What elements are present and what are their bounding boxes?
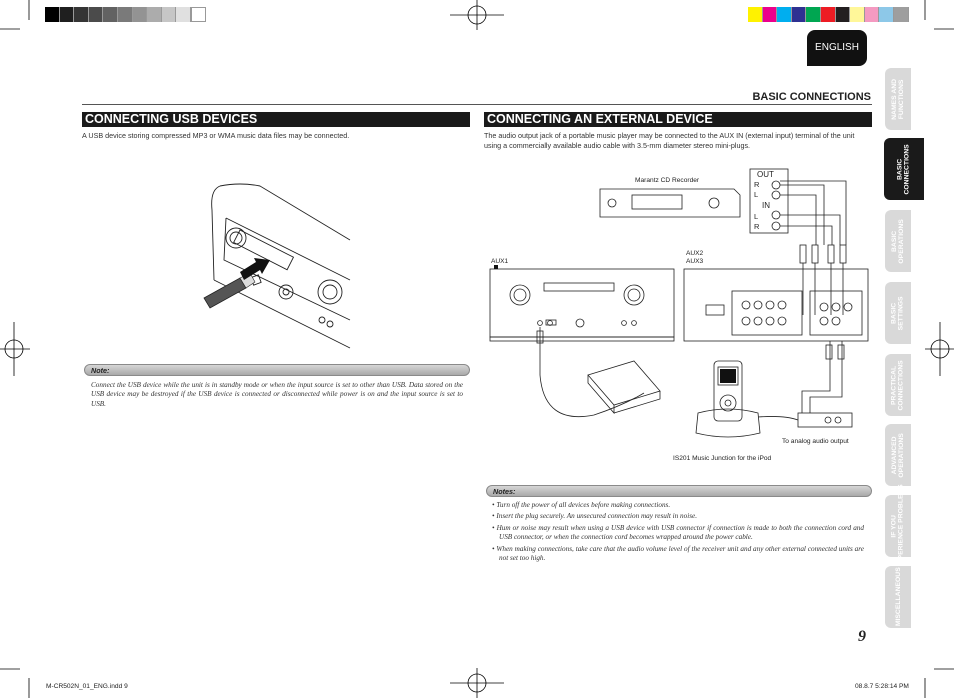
ipod-dock xyxy=(695,408,761,438)
receiver-rear xyxy=(683,268,869,342)
footer-timestamp: 08.8.7 5:28:14 PM xyxy=(855,683,909,690)
side-tab-label: MISCELLANEOUS xyxy=(894,567,902,627)
color-swatch xyxy=(806,7,821,22)
usb-note-bar: Note: xyxy=(84,364,470,376)
note-item: • When making connections, take care tha… xyxy=(492,544,864,563)
color-swatch xyxy=(850,7,865,22)
cd-recorder-label: Marantz CD Recorder xyxy=(635,177,700,184)
gray-swatch xyxy=(118,7,133,22)
external-notes-list: • Turn off the power of all devices befo… xyxy=(492,501,864,563)
gray-swatch xyxy=(59,7,75,22)
aux1-label: AUX1 xyxy=(491,258,509,265)
cd-recorder xyxy=(599,188,741,218)
color-swatch xyxy=(864,7,880,22)
gray-swatch xyxy=(132,7,148,22)
gray-swatch xyxy=(74,7,89,22)
language-tab: ENGLISH xyxy=(807,30,867,66)
external-connection-diagram xyxy=(489,168,869,438)
ipod-device xyxy=(713,360,743,422)
color-swatch xyxy=(835,7,851,22)
footer-file-info: M-CR502N_01_ENG.indd 9 xyxy=(46,683,128,690)
color-swatch xyxy=(777,7,792,22)
gray-swatch xyxy=(191,7,206,22)
external-intro-text: The audio output jack of a portable musi… xyxy=(484,131,855,150)
aux3-label: AUX3 xyxy=(686,258,704,265)
ipod-dock-label: IS201 Music Junction for the iPod xyxy=(673,455,772,462)
color-swatch xyxy=(894,7,909,22)
section-title: BASIC CONNECTIONS xyxy=(752,91,871,103)
color-swatch xyxy=(748,7,763,22)
usb-section-heading: CONNECTING USB DEVICES xyxy=(82,112,470,127)
gray-swatch xyxy=(45,7,60,22)
in-label: IN xyxy=(762,201,770,210)
portable-player xyxy=(587,360,661,406)
note-item: • Insert the plug securely. An unsecured… xyxy=(492,512,698,521)
usb-connection-illustration xyxy=(203,183,351,349)
side-tab[interactable]: MISCELLANEOUS xyxy=(885,566,911,628)
out-l-label: L xyxy=(754,190,759,199)
gray-swatch xyxy=(176,7,191,22)
page-number: 9 xyxy=(858,628,866,645)
color-swatch xyxy=(879,7,894,22)
color-swatch xyxy=(791,7,807,22)
out-label: OUT xyxy=(757,170,774,179)
usb-intro-text: A USB device storing compressed MP3 or W… xyxy=(82,131,350,140)
usb-note-text: Connect the USB device while the unit is… xyxy=(91,381,463,408)
aux2-label: AUX2 xyxy=(686,250,704,257)
color-swatch xyxy=(821,7,836,22)
gray-swatch xyxy=(88,7,104,22)
color-swatch xyxy=(762,7,778,22)
gray-swatch xyxy=(161,7,177,22)
header-rule xyxy=(82,104,872,105)
external-section-heading: CONNECTING AN EXTERNAL DEVICE xyxy=(484,112,872,127)
external-notes-bar: Notes: xyxy=(486,485,872,497)
out-r-label: R xyxy=(754,180,760,189)
in-l-label: L xyxy=(754,212,759,221)
note-item: • Hum or noise may result when using a U… xyxy=(492,523,864,542)
note-item: • Turn off the power of all devices befo… xyxy=(492,501,671,509)
gray-swatch xyxy=(103,7,118,22)
analog-output-label: To analog audio output xyxy=(782,438,849,445)
gray-swatch xyxy=(147,7,162,22)
in-r-label: R xyxy=(754,222,760,231)
